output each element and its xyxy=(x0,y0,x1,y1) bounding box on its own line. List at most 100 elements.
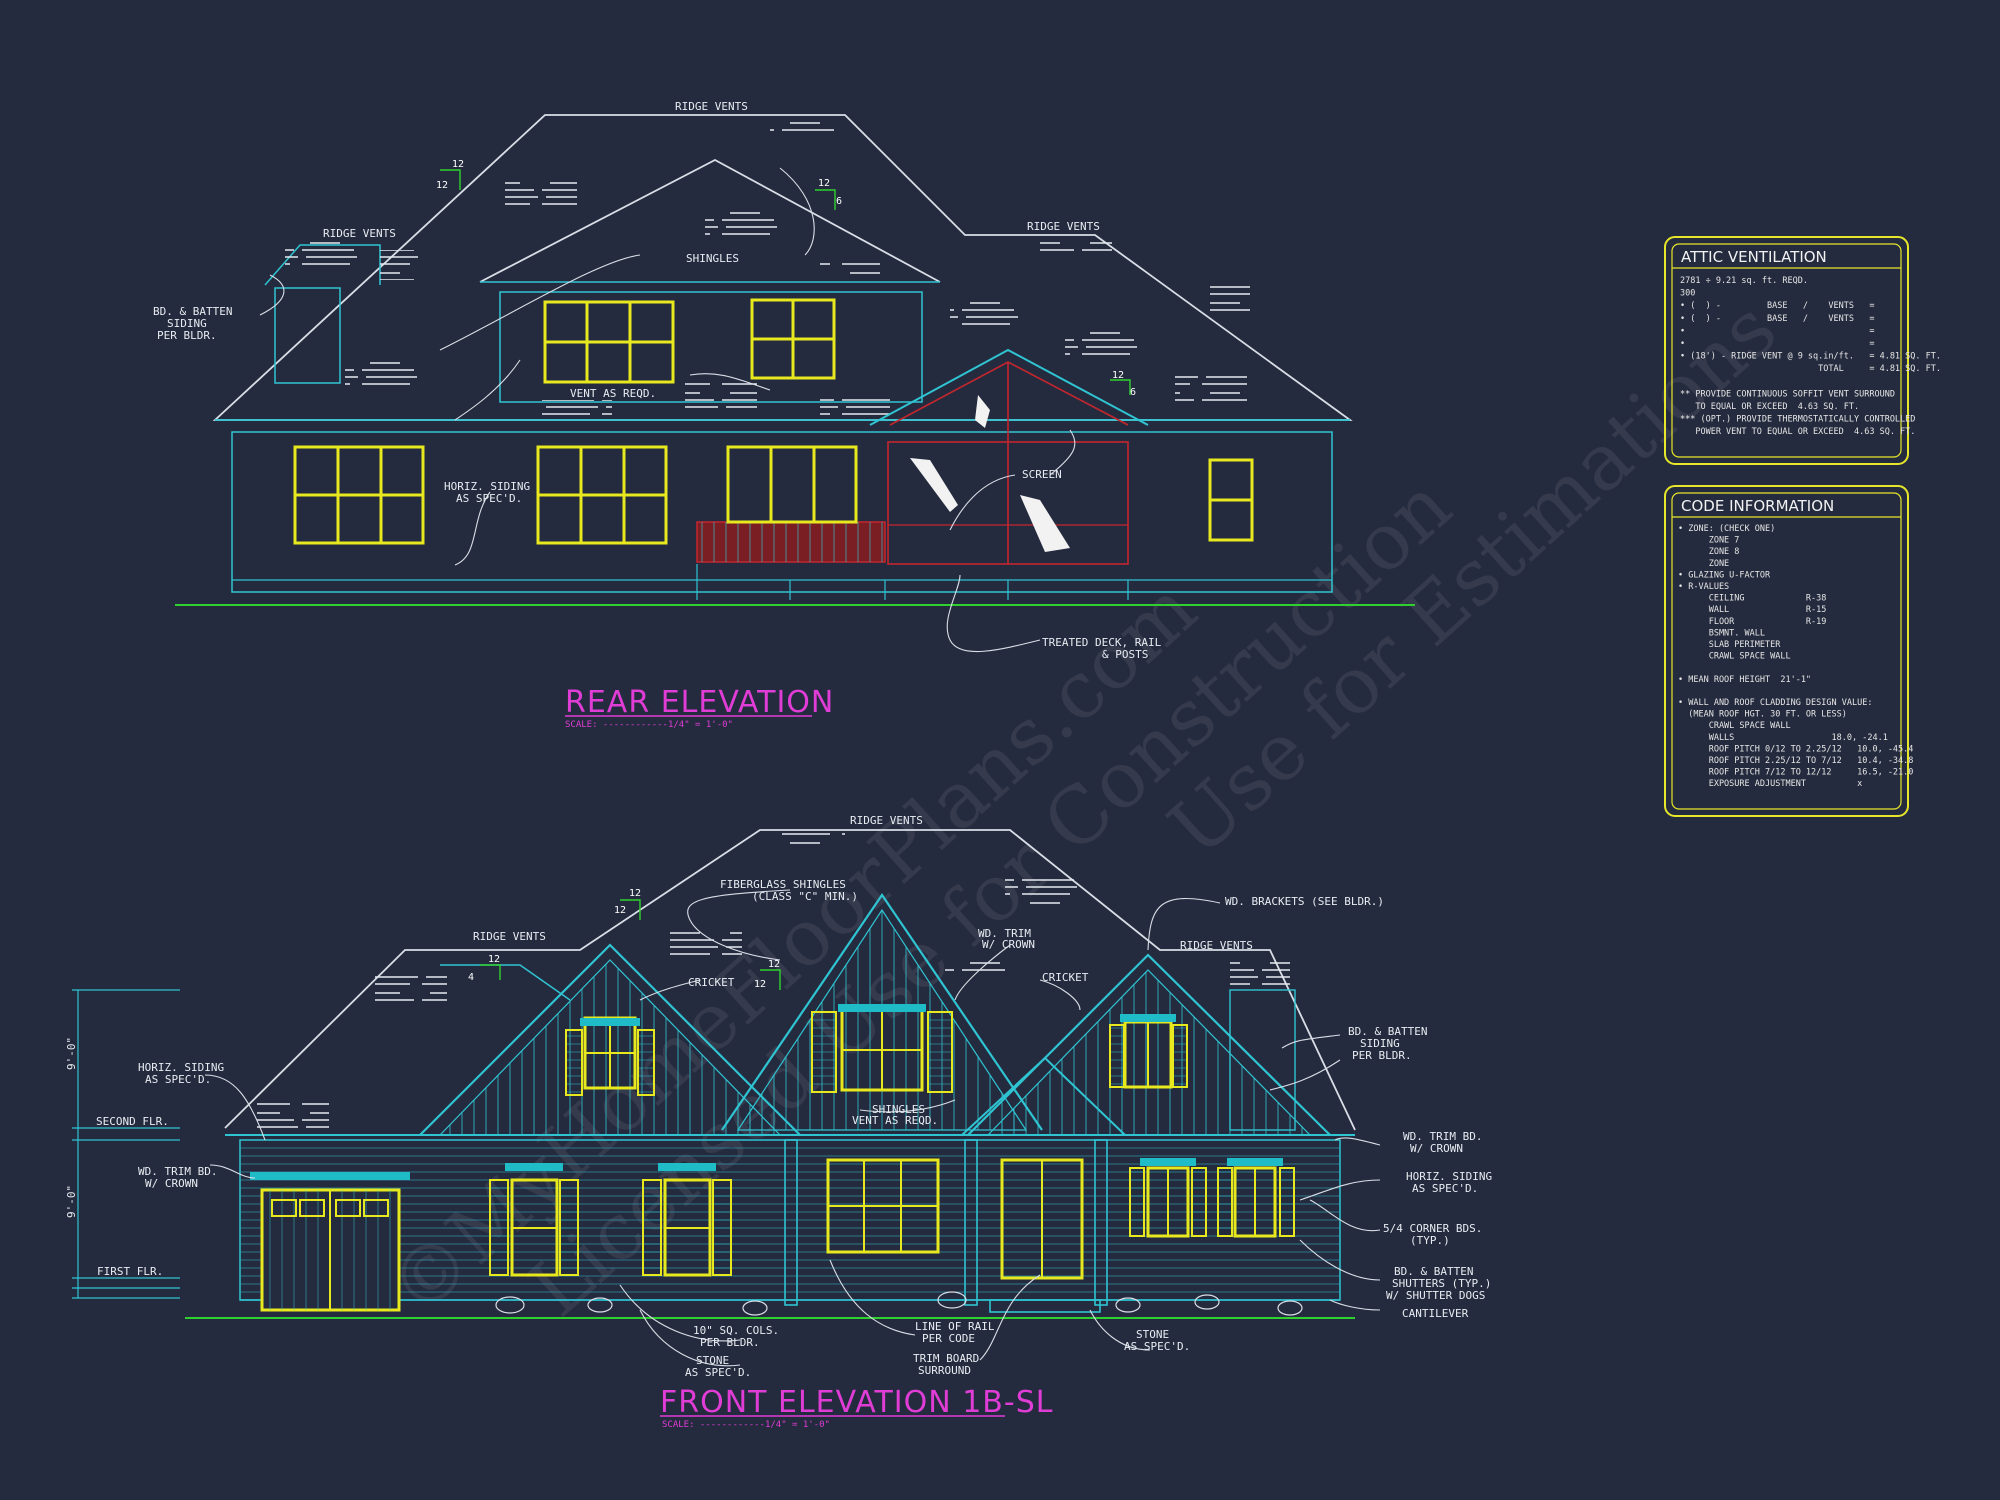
front-label-wd-trim-right-2: W/ CROWN xyxy=(1410,1142,1463,1155)
front-porch-gable xyxy=(961,1056,1126,1136)
front-label-shutters-3: W/ SHUTTER DOGS xyxy=(1386,1289,1485,1302)
panel-line: *** (OPT.) PROVIDE THERMOSTATICALLY CONT… xyxy=(1680,415,1915,425)
panel-line: POWER VENT TO EQUAL OR EXCEED 4.63 SQ. F… xyxy=(1680,427,1915,437)
front-label-shingles-2: VENT AS REQD. xyxy=(852,1114,938,1127)
front-label-stone-right-2: AS SPEC'D. xyxy=(1124,1340,1190,1353)
rear-pitch-1b: 12 xyxy=(436,180,448,191)
front-pitch-2b: 12 xyxy=(488,954,500,965)
rear-elevation-scale: SCALE: ------------1/4" = 1'-0" xyxy=(565,720,733,730)
rear-pitch-3b: 6 xyxy=(1130,387,1136,398)
front-label-bd-batten-1: BD. & BATTEN xyxy=(1348,1025,1427,1038)
front-garage-door xyxy=(250,1172,410,1312)
panel-line: CRAWL SPACE WALL xyxy=(1678,721,1791,731)
front-label-fiberglass-2: (CLASS "C" MIN.) xyxy=(752,890,858,903)
front-label-shutters-1: BD. & BATTEN xyxy=(1394,1265,1473,1278)
panel-line: 300 xyxy=(1680,289,1695,299)
rear-porch-gable xyxy=(869,348,1149,426)
code-information-panel: CODE INFORMATION • ZONE: (CHECK ONE) ZON… xyxy=(1664,485,1913,817)
front-label-fiberglass-1: FIBERGLASS SHINGLES xyxy=(720,878,846,891)
front-label-ridge-vents-left: RIDGE VENTS xyxy=(473,930,546,943)
front-pitch-1a: 12 xyxy=(629,888,641,899)
rear-deck-rail xyxy=(696,521,886,563)
rear-windows xyxy=(293,298,1254,545)
front-label-second-flr: SECOND FLR. xyxy=(96,1115,169,1128)
front-label-cols-1: 10" SQ. COLS. xyxy=(693,1324,779,1337)
panel-line: CRAWL SPACE WALL xyxy=(1678,652,1791,662)
front-label-bd-batten-3: PER BLDR. xyxy=(1352,1049,1412,1062)
front-label-shingles-1: SHINGLES xyxy=(872,1103,925,1116)
panel-line: SLAB PERIMETER xyxy=(1678,640,1781,650)
panel-line: ZONE 8 xyxy=(1678,547,1739,557)
front-center-gable xyxy=(721,893,1043,1131)
rear-upper-wall xyxy=(499,291,923,403)
panel-line: • GLAZING U-FACTOR xyxy=(1678,570,1771,580)
front-label-cantilever: CANTILEVER xyxy=(1402,1307,1469,1320)
rear-label-screen: SCREEN xyxy=(1022,468,1062,481)
front-elevation-title: FRONT ELEVATION 1B-SL xyxy=(660,1385,1053,1420)
rear-label-horiz-2: AS SPEC'D. xyxy=(456,492,522,505)
rear-label-bd-batten-2: SIDING xyxy=(167,317,207,330)
panel-line: ROOF PITCH 7/12 TO 12/12 16.5, -21.0 xyxy=(1678,768,1913,778)
code-information-title: CODE INFORMATION xyxy=(1681,497,1834,515)
front-stone-foundation xyxy=(495,1291,1303,1316)
rear-label-shingles: SHINGLES xyxy=(686,252,739,265)
code-information-lines: • ZONE: (CHECK ONE) ZONE 7 ZONE 8 ZONE• … xyxy=(1678,524,1913,789)
front-label-rail-2: PER CODE xyxy=(922,1332,975,1345)
front-label-cols-2: PER BLDR. xyxy=(700,1336,760,1349)
panel-line: ZONE xyxy=(1678,559,1729,569)
rear-label-vent: VENT AS REQD. xyxy=(570,387,656,400)
panel-line: • MEAN ROOF HEIGHT 21'-1" xyxy=(1678,675,1811,685)
front-shingle-patches xyxy=(257,830,1290,1128)
rear-label-ridge-vents-top: RIDGE VENTS xyxy=(675,100,748,113)
panel-line: • R-VALUES xyxy=(1678,582,1729,592)
attic-ventilation-lines: 2781 ÷ 9.21 sq. ft. REQD.300• ( ) - BASE… xyxy=(1680,276,1941,437)
front-label-horiz-right-1: HORIZ. SIDING xyxy=(1406,1170,1492,1183)
rear-elevation-title: REAR ELEVATION xyxy=(565,685,834,720)
front-label-trim-board-1: TRIM BOARD xyxy=(913,1352,979,1365)
panel-line: FLOOR R-19 xyxy=(1678,617,1826,627)
rear-pitch-2b: 6 xyxy=(836,196,842,207)
rear-label-deck-2: & POSTS xyxy=(1102,648,1148,661)
front-main-roof xyxy=(224,829,1356,1131)
attic-ventilation-panel: ATTIC VENTILATION 2781 ÷ 9.21 sq. ft. RE… xyxy=(1664,236,1941,465)
rear-elevation: 12 12 12 6 12 6 RIDGE VENTS RIDGE VENTS … xyxy=(153,100,1415,730)
front-label-ridge-vents-right: RIDGE VENTS xyxy=(1180,939,1253,952)
front-elevation: 9'-0" 9'-0" xyxy=(65,814,1492,1430)
front-first-floor-windows xyxy=(510,1158,1277,1280)
panel-line: WALLS 18.0, -24.1 xyxy=(1678,733,1888,743)
front-elevation-scale: SCALE: ------------1/4" = 1'-0" xyxy=(662,1420,830,1430)
panel-line: ** PROVIDE CONTINUOUS SOFFIT VENT SURROU… xyxy=(1680,389,1895,399)
front-label-wd-trim-crown-top-2: W/ CROWN xyxy=(982,938,1035,951)
rear-second-roof xyxy=(479,158,941,283)
panel-line: CEILING R-38 xyxy=(1678,594,1826,604)
panel-line: • ( ) - BASE / VENTS = xyxy=(1680,301,1874,311)
panel-line: ROOF PITCH 2.25/12 TO 7/12 10.4, -34.8 xyxy=(1678,756,1913,766)
rear-label-bd-batten-1: BD. & BATTEN xyxy=(153,305,232,318)
panel-line: TOTAL = 4.81 SQ. FT. xyxy=(1680,364,1941,374)
panel-line: BSMNT. WALL xyxy=(1678,628,1765,638)
front-label-bd-batten-2: SIDING xyxy=(1360,1037,1400,1050)
panel-line: • ( ) - BASE / VENTS = xyxy=(1680,314,1874,324)
front-label-stone-left-1: STONE xyxy=(696,1354,729,1367)
front-label-stone-left-2: AS SPEC'D. xyxy=(685,1366,751,1379)
front-label-rail-1: LINE OF RAIL xyxy=(915,1320,995,1333)
front-label-cricket-left: CRICKET xyxy=(688,976,735,989)
panel-line: • = xyxy=(1680,339,1874,349)
panel-line: EXPOSURE ADJUSTMENT x xyxy=(1678,779,1862,789)
front-left-gable xyxy=(419,943,801,1136)
panel-line: ZONE 7 xyxy=(1678,536,1739,546)
rear-pitch-3a: 12 xyxy=(1112,370,1124,381)
front-pitch-3b: 12 xyxy=(754,979,766,990)
front-label-horiz-left-1: HORIZ. SIDING xyxy=(138,1061,224,1074)
panel-line: WALL R-15 xyxy=(1678,605,1826,615)
panel-line: • (18') - RIDGE VENT @ 9 sq.in/ft. = 4.8… xyxy=(1680,352,1941,362)
panel-line: • ZONE: (CHECK ONE) xyxy=(1678,524,1775,534)
attic-ventilation-title: ATTIC VENTILATION xyxy=(1681,248,1827,266)
front-label-corner-2: (TYP.) xyxy=(1410,1234,1450,1247)
rear-label-horiz-1: HORIZ. SIDING xyxy=(444,480,530,493)
rear-pitch-1a: 12 xyxy=(452,159,464,170)
front-shutters xyxy=(489,1167,1295,1276)
front-label-stone-right-1: STONE xyxy=(1136,1328,1169,1341)
rear-shingle-patches xyxy=(285,115,1250,420)
